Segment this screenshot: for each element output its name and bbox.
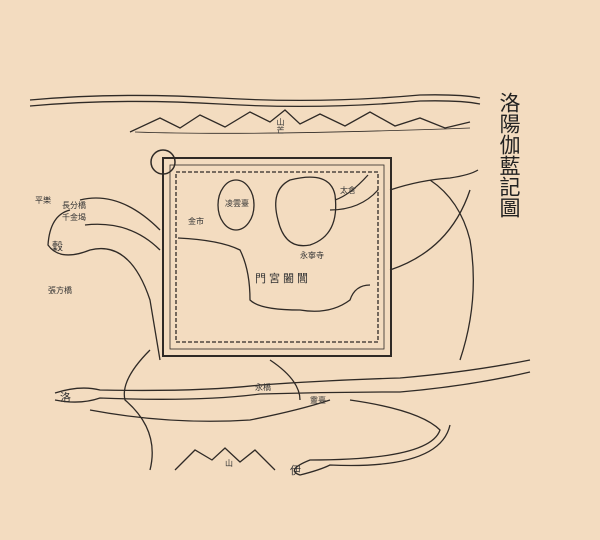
label-south-mountain: 山 (225, 459, 233, 468)
northern-river (29, 94, 481, 102)
label-gold-market: 金市 (188, 217, 204, 226)
label-zhangfang-bridge: 張方橋 (48, 286, 72, 295)
label-gu-river: 穀 (52, 240, 63, 253)
label-qianjin-weir: 千金堨 (62, 213, 86, 222)
south-mountains (174, 447, 276, 471)
label-luo-river: 洛 (60, 391, 71, 404)
jinyong-fortress (150, 149, 176, 175)
mang-mountains (129, 109, 471, 133)
label-palace-gate: 門宮闔閶 (255, 272, 311, 285)
luo-river (54, 359, 531, 394)
label-yongning-temple: 永寧寺 (300, 251, 324, 260)
label-taicang: 太倉 (340, 186, 356, 195)
label-pingle: 平樂 (35, 196, 51, 205)
label-mang-mountain: 山芒 (276, 118, 285, 134)
city-wall-outer (162, 157, 392, 357)
map-title: 洛陽伽藍記圖 (497, 92, 521, 218)
label-lingtai: 靈臺 (310, 396, 326, 405)
yi-river (293, 399, 451, 476)
label-yong-bridge: 永橋 (255, 383, 271, 392)
label-lingyun-pavilion: 凌雲臺 (225, 199, 249, 208)
label-changfen-bridge: 長分橋 (62, 201, 86, 210)
label-yi-river: 伊 (290, 464, 301, 477)
